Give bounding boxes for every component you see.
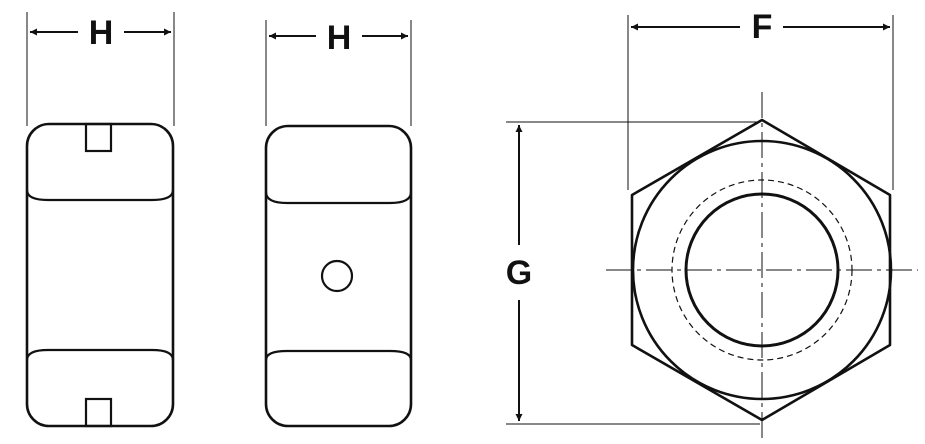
thread-circle (671, 179, 853, 361)
slot-bottom (84, 397, 113, 428)
dimension-label-h-left: H (89, 14, 114, 52)
nut-outline (264, 124, 413, 428)
side-view-drilled (264, 20, 413, 428)
dimension-label-g: G (506, 254, 532, 292)
dimension-label-f: F (752, 8, 773, 46)
chamfer-line-bottom (264, 349, 413, 361)
hex-outline (630, 118, 892, 422)
side-view-slotted (25, 12, 175, 428)
slot-top (84, 122, 113, 153)
chamfer-line-bottom (25, 348, 175, 361)
dimension-label-h-right: H (327, 19, 352, 57)
end-view-hex (506, 15, 918, 440)
chamfer-line-top (264, 191, 413, 205)
drilled-hole (320, 259, 354, 293)
chamfer-line-top (25, 189, 175, 202)
nut-outline (25, 122, 175, 428)
bore-circle (684, 192, 840, 348)
chamfer-circle (631, 139, 893, 401)
